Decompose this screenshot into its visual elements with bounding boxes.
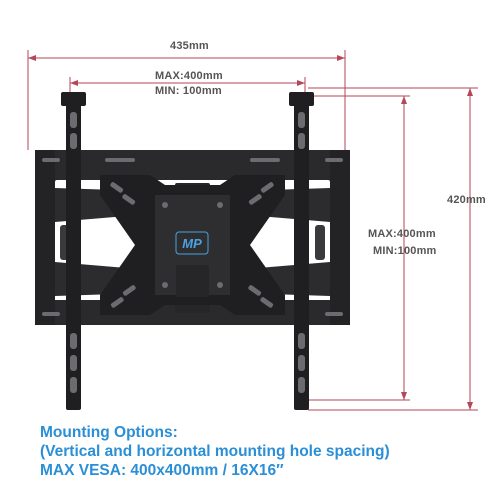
rail-slot [70,133,77,149]
vesa-rail-right-hook [289,92,314,106]
bracket-slot [122,285,136,296]
wall-plate-slot [325,312,343,316]
bracket-slot [248,285,262,296]
vertical-min-label: MIN:100mm [373,245,437,257]
dimension-lines [27,50,478,411]
logo-lettering: MP [182,236,202,251]
wall-plate-top-rail [35,150,350,180]
bracket-hole [217,282,223,288]
wall-plate-slot [42,312,60,316]
arrow-height-bottom [467,402,473,410]
bracket-hole [162,202,168,208]
bracket-center-block [176,265,209,297]
vesa-rail-left [61,92,86,410]
arrow-hspace-left [70,80,78,86]
rail-slot [298,133,305,149]
bracket-slot [122,194,136,205]
bracket-slot [110,297,124,308]
vesa-rail-left-hook [61,92,86,106]
dimension-arrowheads [28,55,473,410]
rail-slot [298,333,305,349]
rail-slot [70,333,77,349]
bracket-slot [260,297,274,308]
rail-slot [298,355,305,371]
vertical-max-label: MAX:400mm [368,228,436,240]
rail-slot [70,112,77,128]
wall-plate-slot [250,158,280,162]
caption-spacing-note: (Vertical and horizontal mounting hole s… [40,443,390,460]
rail-slot [70,355,77,371]
bracket-hole [217,202,223,208]
bracket-slot [110,182,124,193]
rail-slot [70,377,77,393]
horizontal-max-label: MAX:400mm [155,70,223,82]
wall-plate-slot [105,158,135,162]
arm-joint [315,225,325,260]
arrow-hspace-right [297,80,305,86]
total-width-label: 435mm [170,40,209,52]
arrow-vspace-bottom [401,392,407,400]
bracket-slot [260,182,274,193]
brand-logo: MP [175,231,209,255]
wall-plate-slot [325,158,343,162]
rail-slot [298,112,305,128]
caption-heading: Mounting Options: [40,424,178,441]
arrow-width-right [337,55,345,61]
arrow-vspace-top [401,96,407,104]
total-height-label: 420mm [447,194,486,206]
logo-badge [175,231,209,255]
wall-plate-slot [42,158,60,162]
arrow-width-left [28,55,36,61]
caption-vesa-spec: MAX VESA: 400x400mm / 16X16″ [40,462,284,479]
bracket-slot [248,194,262,205]
horizontal-min-label: MIN: 100mm [155,85,222,97]
arrow-height-top [467,88,473,96]
bracket-hole [162,282,168,288]
wall-plate-right-rail [330,150,350,325]
vesa-rail-right [289,92,314,410]
vesa-rail-right-bar [294,92,309,410]
rail-slot [298,377,305,393]
wall-plate-left-rail [35,150,55,325]
vesa-rail-left-bar [66,92,81,410]
